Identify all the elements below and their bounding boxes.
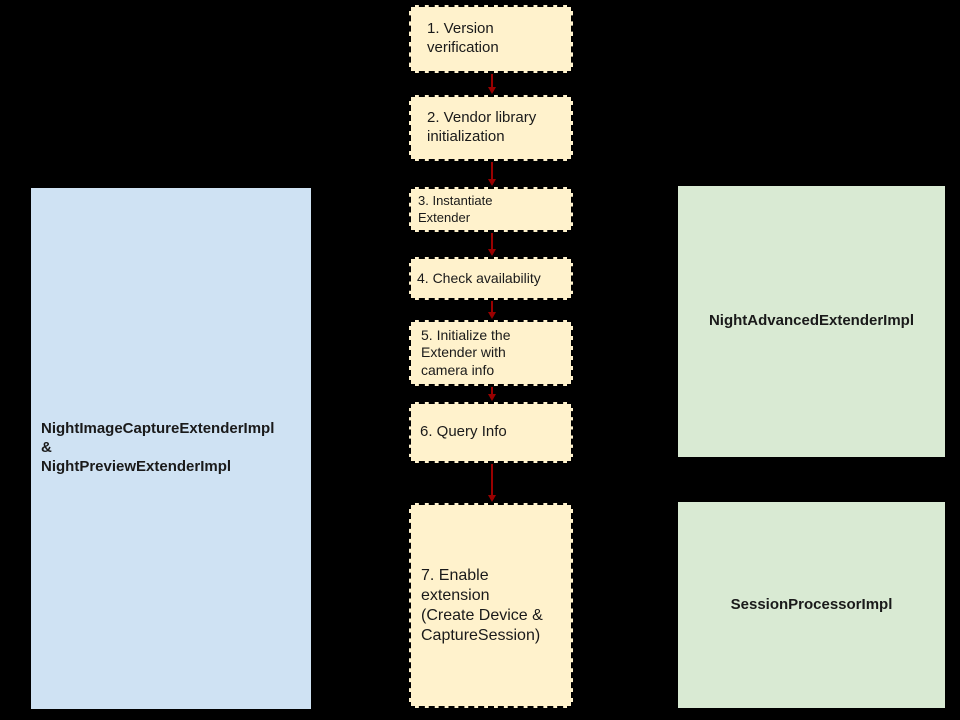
arrow-shaft <box>490 162 493 179</box>
flow-step-label: 5. Initialize the Extender with camera i… <box>421 326 511 378</box>
arrow-shaft <box>490 464 493 495</box>
flow-step-label: 3. Instantiate Extender <box>418 193 493 225</box>
flow-arrow-3-4 <box>487 233 496 256</box>
arrow-shaft <box>490 233 493 249</box>
flow-step-6-query-info: 6. Query Info <box>409 402 573 463</box>
flow-step-label: 2. Vendor library initialization <box>427 109 537 145</box>
night-image-capture-preview-extender-box: NightImageCaptureExtenderImpl & NightPre… <box>31 188 311 709</box>
arrow-down-icon <box>487 249 496 256</box>
flow-step-1-version-verification: 1. Version verification <box>409 5 573 73</box>
flow-step-5-initialize-extender: 5. Initialize the Extender with camera i… <box>409 320 573 386</box>
right-box-label: NightAdvancedExtenderImpl <box>708 312 915 330</box>
flow-arrow-2-3 <box>487 162 496 186</box>
flow-arrow-1-2 <box>487 74 496 94</box>
flow-step-label: 6. Query Info <box>420 423 507 441</box>
left-box-label: NightImageCaptureExtenderImpl & NightPre… <box>41 420 275 475</box>
arrow-down-icon <box>487 179 496 186</box>
flow-step-label: 4. Check availability <box>417 269 541 286</box>
flow-step-label: 7. Enable extension (Create Device & Cap… <box>421 566 543 644</box>
arrow-shaft <box>490 301 493 312</box>
night-advanced-extender-box: NightAdvancedExtenderImpl <box>678 186 945 457</box>
arrow-down-icon <box>487 87 496 94</box>
flow-arrow-4-5 <box>487 301 496 319</box>
flow-step-3-instantiate-extender: 3. Instantiate Extender <box>409 187 573 232</box>
flow-step-4-check-availability: 4. Check availability <box>409 257 573 300</box>
flow-arrow-5-6 <box>487 387 496 401</box>
arrow-shaft <box>490 74 493 87</box>
flow-step-2-vendor-library-initialization: 2. Vendor library initialization <box>409 95 573 161</box>
arrow-down-icon <box>487 312 496 319</box>
right-box-label: SessionProcessorImpl <box>730 595 893 613</box>
arrow-down-icon <box>487 495 496 502</box>
arrow-shaft <box>490 387 493 394</box>
flow-step-label: 1. Version verification <box>427 20 499 56</box>
flow-step-7-enable-extension: 7. Enable extension (Create Device & Cap… <box>409 503 573 708</box>
session-processor-box: SessionProcessorImpl <box>678 502 945 708</box>
arrow-down-icon <box>487 394 496 401</box>
flow-arrow-6-7 <box>487 464 496 502</box>
